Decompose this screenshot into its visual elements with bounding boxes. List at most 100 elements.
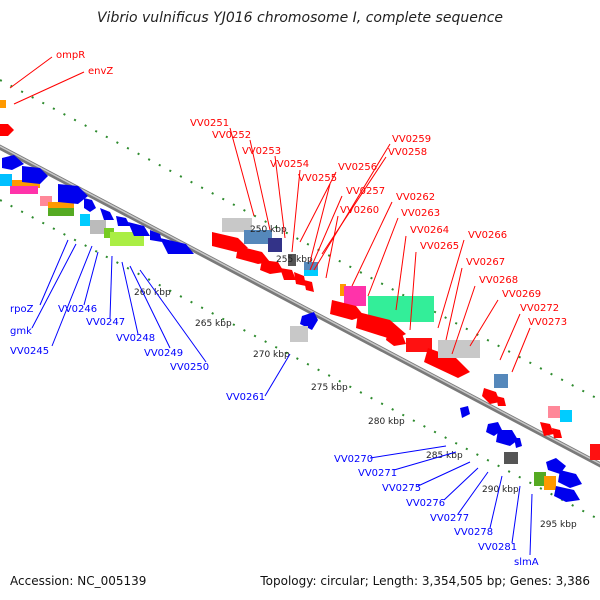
gene-block[interactable] — [12, 180, 40, 188]
gene-arrow[interactable] — [386, 330, 406, 346]
gene-block[interactable] — [10, 186, 38, 194]
gene-label-vv0251[interactable]: VV0251 — [190, 118, 229, 129]
topology-text: Topology: circular; Length: 3,354,505 bp… — [260, 574, 590, 588]
gene-block[interactable] — [344, 286, 366, 306]
gene-arrow[interactable] — [22, 166, 48, 184]
gene-block[interactable] — [104, 228, 114, 238]
gene-label-vv0260[interactable]: VV0260 — [340, 205, 379, 216]
gene-block[interactable] — [0, 174, 12, 186]
gene-label-vv0246[interactable]: VV0246 — [58, 304, 97, 315]
gene-label-vv0258[interactable]: VV0258 — [388, 147, 427, 158]
gene-label-vv0250[interactable]: VV0250 — [170, 362, 209, 373]
gene-arrow[interactable] — [294, 272, 306, 286]
gene-label-vv0246-leader — [83, 251, 99, 306]
gene-arrow[interactable] — [482, 388, 500, 404]
gene-arrow[interactable] — [260, 260, 284, 274]
gene-arrow[interactable] — [160, 238, 194, 254]
gene-label-vv0252[interactable]: VV0252 — [212, 130, 251, 141]
gene-label-vv0272[interactable]: VV0272 — [520, 303, 559, 314]
gene-label-vv0270[interactable]: VV0270 — [334, 454, 373, 465]
gene-block[interactable] — [544, 476, 556, 490]
gene-label-vv0245-leader — [51, 245, 93, 347]
gene-block[interactable] — [288, 254, 296, 266]
gene-label-vv0266-leader — [437, 239, 465, 329]
gene-arrow[interactable] — [84, 198, 96, 212]
gene-block[interactable] — [48, 208, 74, 216]
gene-label-vv0255[interactable]: VV0255 — [298, 173, 337, 184]
gene-label-vv0262[interactable]: VV0262 — [396, 192, 435, 203]
gene-label-vv0275[interactable]: VV0275 — [382, 483, 421, 494]
gene-block[interactable] — [534, 472, 546, 486]
gene-arrow[interactable] — [116, 216, 130, 226]
gene-arrow[interactable] — [236, 246, 270, 264]
gene-block[interactable] — [268, 238, 282, 252]
gene-label-vv0269[interactable]: VV0269 — [502, 289, 541, 300]
gene-label-vv0278-leader — [489, 475, 503, 529]
gene-label-ompr[interactable]: ompR — [56, 50, 85, 61]
gene-arrow[interactable] — [58, 184, 88, 204]
gene-block[interactable] — [290, 326, 308, 342]
gene-arrow[interactable] — [300, 312, 318, 330]
gene-label-vv0267[interactable]: VV0267 — [466, 257, 505, 268]
gene-block[interactable] — [80, 214, 90, 226]
gene-arrow[interactable] — [460, 406, 470, 418]
gene-arrow[interactable] — [496, 430, 518, 446]
gene-block[interactable] — [494, 374, 508, 388]
gene-label-vv0265[interactable]: VV0265 — [420, 241, 459, 252]
gene-arrow[interactable] — [128, 222, 150, 236]
gene-label-vv0277[interactable]: VV0277 — [430, 513, 469, 524]
gene-label-vv0257[interactable]: VV0257 — [346, 186, 385, 197]
gene-arrow[interactable] — [2, 155, 24, 170]
gene-arrow[interactable] — [280, 268, 296, 280]
gene-block[interactable] — [244, 230, 272, 244]
gene-arrow[interactable] — [150, 230, 162, 242]
gene-block[interactable] — [438, 340, 480, 358]
gene-block[interactable] — [560, 410, 572, 422]
gene-block[interactable] — [222, 218, 252, 232]
gene-label-vv0264[interactable]: VV0264 — [410, 225, 449, 236]
gene-label-vv0245[interactable]: VV0245 — [10, 346, 49, 357]
gene-block[interactable] — [406, 338, 432, 352]
gene-label-rpoz[interactable]: rpoZ — [10, 304, 34, 315]
gene-arrow[interactable] — [330, 300, 364, 320]
gene-block[interactable] — [590, 444, 600, 460]
gene-block[interactable] — [504, 452, 518, 464]
gene-label-vv0254[interactable]: VV0254 — [270, 159, 309, 170]
gene-arrow[interactable] — [496, 396, 506, 406]
gene-label-vv0263[interactable]: VV0263 — [401, 208, 440, 219]
gene-arrow[interactable] — [546, 458, 566, 474]
gene-arrow[interactable] — [100, 208, 114, 220]
gene-label-vv0261[interactable]: VV0261 — [226, 392, 265, 403]
gene-arrow[interactable] — [552, 428, 562, 438]
gene-arrow[interactable] — [424, 348, 470, 378]
gene-arrow[interactable] — [514, 438, 522, 448]
gene-label-vv0259[interactable]: VV0259 — [392, 134, 431, 145]
gene-block[interactable] — [548, 406, 560, 418]
gene-arrow[interactable] — [0, 124, 14, 136]
gene-label-vv0278[interactable]: VV0278 — [454, 527, 493, 538]
gene-label-vv0249[interactable]: VV0249 — [144, 348, 183, 359]
gene-block[interactable] — [40, 196, 52, 206]
gene-block[interactable] — [48, 202, 74, 210]
gene-label-vv0247[interactable]: VV0247 — [86, 317, 125, 328]
gene-block[interactable] — [90, 220, 106, 234]
gene-arrow[interactable] — [554, 486, 580, 502]
gene-label-vv0276[interactable]: VV0276 — [406, 498, 445, 509]
gene-label-vv0281[interactable]: VV0281 — [478, 542, 517, 553]
gene-block[interactable] — [304, 270, 318, 276]
gene-label-vv0273[interactable]: VV0273 — [528, 317, 567, 328]
gene-label-vv0266[interactable]: VV0266 — [468, 230, 507, 241]
gene-label-slma[interactable]: slmA — [514, 557, 539, 568]
gene-label-vv0271[interactable]: VV0271 — [358, 468, 397, 479]
gene-label-vv0256[interactable]: VV0256 — [338, 162, 377, 173]
gene-label-vv0248[interactable]: VV0248 — [116, 333, 155, 344]
gene-label-vv0268[interactable]: VV0268 — [479, 275, 518, 286]
gene-arrow[interactable] — [304, 280, 314, 292]
gene-block[interactable] — [340, 284, 346, 296]
gene-label-vv0253[interactable]: VV0253 — [242, 146, 281, 157]
gene-block[interactable] — [0, 100, 6, 108]
gene-label-envz[interactable]: envZ — [88, 66, 113, 77]
gene-arrow[interactable] — [558, 470, 582, 488]
gene-arrow[interactable] — [540, 422, 554, 436]
gene-label-gmk[interactable]: gmk — [10, 326, 32, 337]
